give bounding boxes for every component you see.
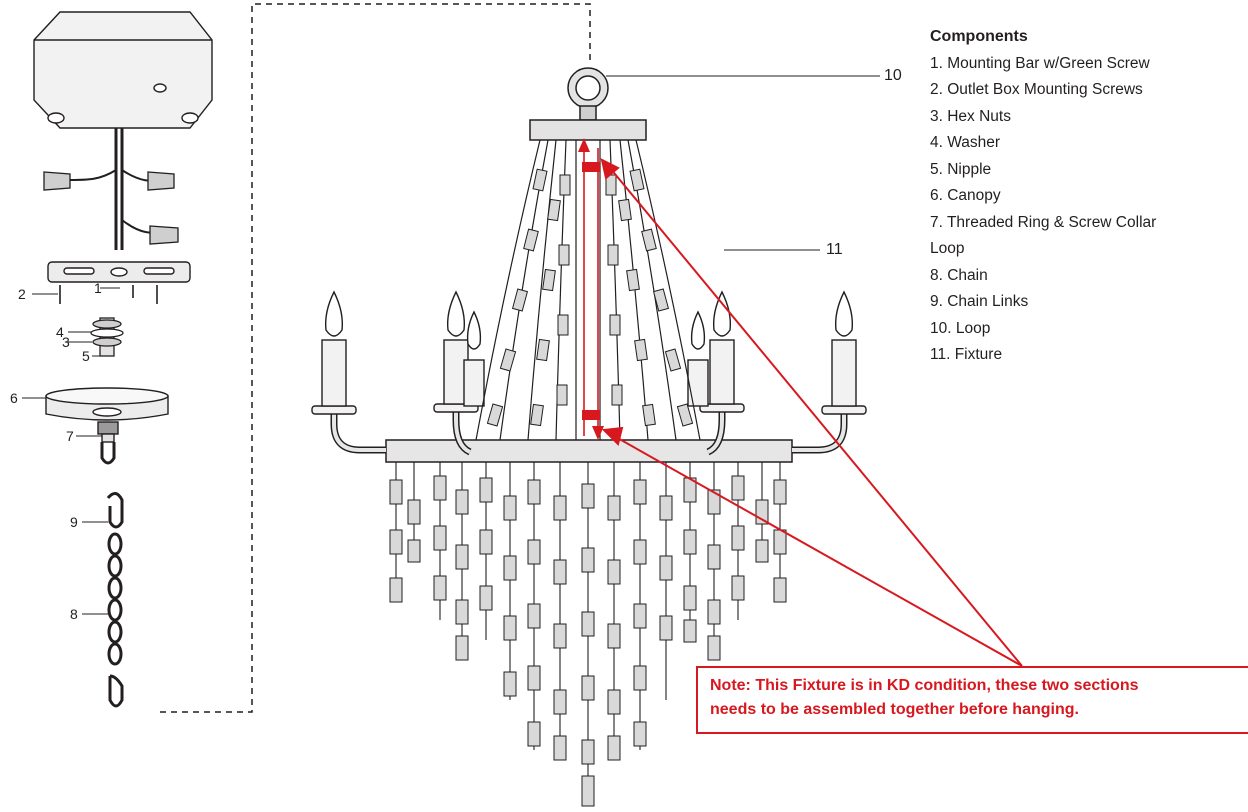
component-item: 8. Chain (930, 266, 988, 284)
frame-ring (385, 439, 793, 463)
screw-collar-loop (97, 421, 119, 465)
upper-crystal-strands (475, 139, 701, 441)
note-line-1: Note: This Fixture is in KD condition, t… (710, 677, 1139, 694)
component-item: 2. Outlet Box Mounting Screws (930, 81, 1143, 98)
callout-10: 10 (884, 67, 902, 84)
component-item: 5. Nipple (930, 160, 992, 178)
candle-sockets (311, 339, 867, 415)
upper-crystal-beads (486, 168, 694, 427)
callout-1: 1 (94, 280, 102, 296)
callout-2: 2 (18, 286, 26, 302)
chain (106, 492, 124, 708)
callout-leaders-left (22, 331, 108, 615)
callout-6: 6 (10, 390, 18, 406)
canopy (45, 387, 169, 421)
candle-bulbs (324, 290, 854, 350)
lower-crystal-beads (389, 475, 787, 807)
top-loop (567, 67, 609, 121)
dashed-guide-line (160, 3, 591, 713)
component-item: 7. Threaded Ring & Screw Collar (930, 213, 1157, 231)
component-item: 10. Loop (930, 319, 991, 337)
wire-connectors (43, 171, 179, 245)
callout-4: 4 (56, 324, 64, 340)
component-item: 1. Mounting Bar w/Green Screw (930, 54, 1150, 72)
components-title: Components (930, 28, 1028, 45)
component-item: 4. Washer (930, 134, 1001, 151)
callout-3: 3 (62, 334, 70, 350)
component-item: 11. Fixture (930, 346, 1003, 363)
outlet-box-screws (59, 285, 158, 304)
mounting-bar (47, 261, 191, 283)
note-line-2: needs to be assembled together before ha… (710, 701, 1079, 718)
kd-section-indicator (578, 138, 604, 440)
callout-8: 8 (70, 606, 78, 622)
callout-5: 5 (82, 348, 90, 364)
kd-note-box: Note: This Fixture is in KD condition, t… (696, 666, 1248, 734)
component-item: 3. Hex Nuts (930, 107, 1011, 125)
component-item: 9. Chain Links (930, 293, 1029, 310)
component-item: 6. Canopy (930, 187, 1001, 204)
callout-9: 9 (70, 514, 78, 530)
note-arrows (600, 158, 1023, 667)
nipple-assembly (90, 317, 124, 357)
upper-crown-plate (529, 119, 647, 141)
component-item: Loop (930, 240, 965, 257)
components-list: Components 1. Mounting Bar w/Green Screw… (930, 24, 1248, 369)
house-wires (69, 128, 173, 250)
callout-7: 7 (66, 428, 74, 444)
callout-11: 11 (826, 241, 843, 258)
outlet-box (33, 11, 213, 129)
